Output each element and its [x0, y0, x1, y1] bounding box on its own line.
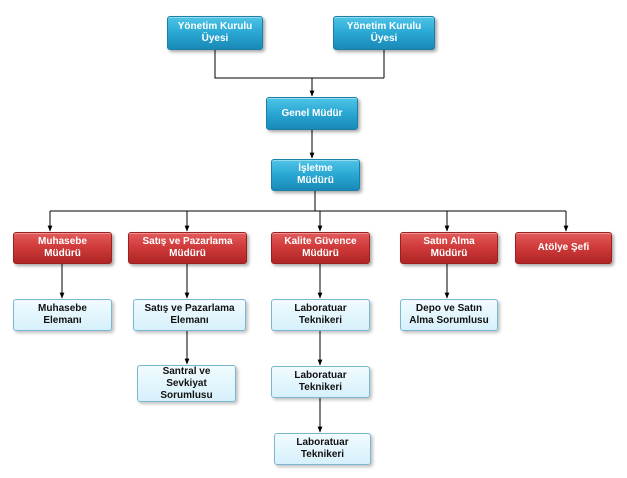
general-manager-label: Genel Müdür	[281, 107, 343, 119]
warehouse-purchasing-officer-label: Depo ve Satın Alma Sorumlusu	[409, 303, 489, 326]
sales-marketing-staff-label: Satış ve Pazarlama Elemanı	[144, 303, 235, 326]
board-member-1: Yönetim Kurulu Üyesi	[167, 16, 263, 50]
sales-marketing-manager: Satış ve Pazarlama Müdürü	[128, 232, 247, 264]
sales-marketing-manager-label: Satış ve Pazarlama Müdürü	[142, 236, 233, 259]
switchboard-shipping-officer: Santral ve Sevkiyat Sorumlusu	[137, 365, 236, 402]
lab-technician-3-label: Laboratuar Teknikeri	[296, 437, 349, 460]
board-member-1-label: Yönetim Kurulu Üyesi	[177, 21, 253, 44]
workshop-chief-label: Atölye Şefi	[537, 242, 590, 253]
workshop-chief: Atölye Şefi	[515, 232, 612, 264]
board-member-2: Yönetim Kurulu Üyesi	[333, 16, 435, 50]
accounting-manager-label: Muhasebe Müdürü	[38, 236, 87, 259]
accounting-manager: Muhasebe Müdürü	[13, 232, 112, 264]
purchasing-manager-label: Satın Alma Müdürü	[423, 236, 475, 259]
sales-marketing-staff: Satış ve Pazarlama Elemanı	[133, 299, 246, 331]
accounting-staff: Muhasebe Elemanı	[13, 299, 112, 331]
lab-technician-1: Laboratuar Teknikeri	[271, 299, 370, 331]
warehouse-purchasing-officer: Depo ve Satın Alma Sorumlusu	[400, 299, 498, 331]
quality-assurance-manager: Kalite Güvence Müdürü	[271, 232, 370, 264]
operations-manager-label: İşletme Müdürü	[297, 163, 334, 186]
connector-board-member-1	[214, 50, 384, 79]
switchboard-shipping-officer-label: Santral ve Sevkiyat Sorumlusu	[160, 365, 213, 401]
lab-technician-1-label: Laboratuar Teknikeri	[294, 303, 347, 326]
lab-technician-2: Laboratuar Teknikeri	[271, 366, 370, 398]
general-manager: Genel Müdür	[266, 97, 358, 130]
board-member-2-label: Yönetim Kurulu Üyesi	[346, 21, 422, 44]
quality-assurance-manager-label: Kalite Güvence Müdürü	[284, 236, 357, 259]
accounting-staff-label: Muhasebe Elemanı	[38, 303, 87, 326]
lab-technician-2-label: Laboratuar Teknikeri	[294, 370, 347, 393]
purchasing-manager: Satın Alma Müdürü	[400, 232, 498, 264]
lab-technician-3: Laboratuar Teknikeri	[274, 433, 371, 465]
operations-manager: İşletme Müdürü	[271, 159, 360, 191]
